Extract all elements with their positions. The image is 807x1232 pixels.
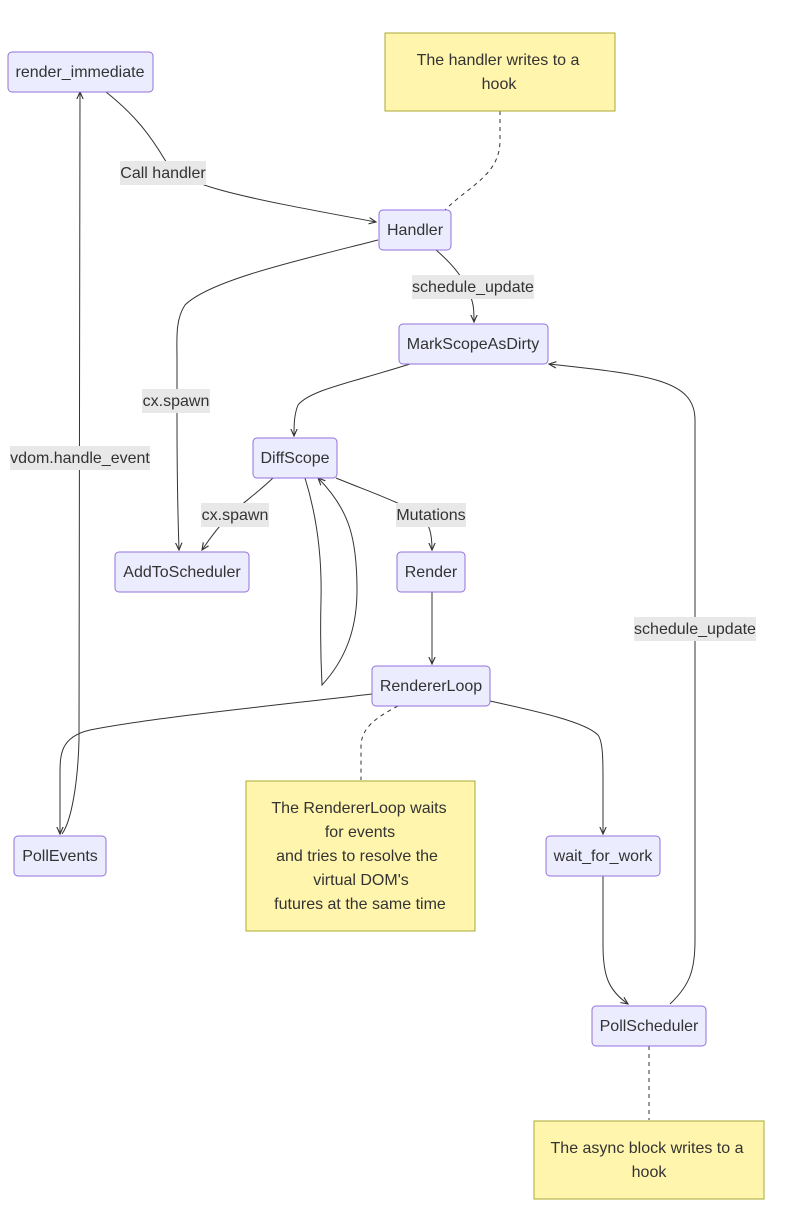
node-poll-events[interactable]: PollEvents xyxy=(13,835,107,877)
svg-text:The RendererLoop waits: The RendererLoop waits xyxy=(271,800,446,817)
edge-label-schedule-update-2: schedule_update xyxy=(634,617,756,641)
edge-handler-to-add-to-scheduler xyxy=(177,239,379,550)
svg-text:for events: for events xyxy=(325,824,395,841)
edge-label-cx-spawn-1: cx.spawn xyxy=(142,389,210,413)
node-poll-scheduler[interactable]: PollScheduler xyxy=(591,1005,707,1047)
edge-handler-note-to-handler xyxy=(444,111,501,211)
svg-text:wait_for_work: wait_for_work xyxy=(553,848,654,865)
edge-wait-for-work-to-poll-scheduler xyxy=(602,876,628,1004)
note-renderer-loop: The RendererLoop waits for events and tr… xyxy=(245,780,476,932)
svg-text:The handler writes to a: The handler writes to a xyxy=(417,52,580,69)
svg-text:render_immediate: render_immediate xyxy=(16,64,145,81)
svg-text:virtual DOM's: virtual DOM's xyxy=(313,872,409,889)
svg-text:and tries to resolve the: and tries to resolve the xyxy=(276,848,438,865)
edge-renderer-loop-to-poll-events xyxy=(60,693,373,834)
svg-text:hook: hook xyxy=(632,1164,668,1181)
node-render-immediate[interactable]: render_immediate xyxy=(7,51,154,93)
svg-text:AddToScheduler: AddToScheduler xyxy=(123,564,241,581)
svg-text:MarkScopeAsDirty: MarkScopeAsDirty xyxy=(407,336,539,353)
svg-text:Mutations: Mutations xyxy=(396,507,465,524)
note-handler: The handler writes to a hook xyxy=(384,32,616,112)
node-renderer-loop[interactable]: RendererLoop xyxy=(371,665,491,707)
svg-text:schedule_update: schedule_update xyxy=(412,279,534,296)
svg-text:cx.spawn: cx.spawn xyxy=(202,507,269,524)
svg-text:Call handler: Call handler xyxy=(120,165,206,182)
edge-render-immediate-to-handler xyxy=(105,91,376,222)
svg-text:RendererLoop: RendererLoop xyxy=(380,678,482,695)
node-mark-scope-as-dirty[interactable]: MarkScopeAsDirty xyxy=(398,323,549,365)
edge-renderer-loop-note-to-renderer-loop xyxy=(360,705,399,780)
edge-renderer-loop-to-wait-for-work xyxy=(489,700,603,834)
svg-text:PollScheduler: PollScheduler xyxy=(600,1018,699,1035)
svg-text:DiffScope: DiffScope xyxy=(260,450,329,467)
node-handler[interactable]: Handler xyxy=(378,209,452,251)
svg-text:schedule_update: schedule_update xyxy=(634,621,756,638)
svg-text:Handler: Handler xyxy=(387,222,444,239)
edge-label-call-handler: Call handler xyxy=(120,161,206,185)
svg-text:cx.spawn: cx.spawn xyxy=(143,393,210,410)
edge-mark-scope-as-dirty-to-diff-scope xyxy=(294,363,411,436)
edge-poll-events-to-render-immediate xyxy=(61,92,80,835)
svg-text:Render: Render xyxy=(405,564,458,581)
svg-text:futures at the same time: futures at the same time xyxy=(274,896,446,913)
edge-diff-scope-self-loop xyxy=(304,478,358,687)
node-wait-for-work[interactable]: wait_for_work xyxy=(545,835,661,877)
node-diff-scope[interactable]: DiffScope xyxy=(252,437,338,479)
svg-text:hook: hook xyxy=(482,76,518,93)
node-add-to-scheduler[interactable]: AddToScheduler xyxy=(114,551,250,593)
edge-poll-scheduler-to-mark-scope-as-dirty xyxy=(549,364,696,1005)
edge-label-schedule-update-1: schedule_update xyxy=(412,275,534,299)
svg-text:PollEvents: PollEvents xyxy=(22,848,98,865)
edge-label-cx-spawn-2: cx.spawn xyxy=(201,503,269,527)
edge-label-vdom-handle-event: vdom.handle_event xyxy=(10,446,150,470)
svg-text:The async block writes to a: The async block writes to a xyxy=(551,1140,744,1157)
note-async-block: The async block writes to a hook xyxy=(533,1120,765,1200)
edge-label-mutations: Mutations xyxy=(396,503,466,527)
node-render[interactable]: Render xyxy=(396,551,466,593)
svg-text:vdom.handle_event: vdom.handle_event xyxy=(10,450,150,467)
